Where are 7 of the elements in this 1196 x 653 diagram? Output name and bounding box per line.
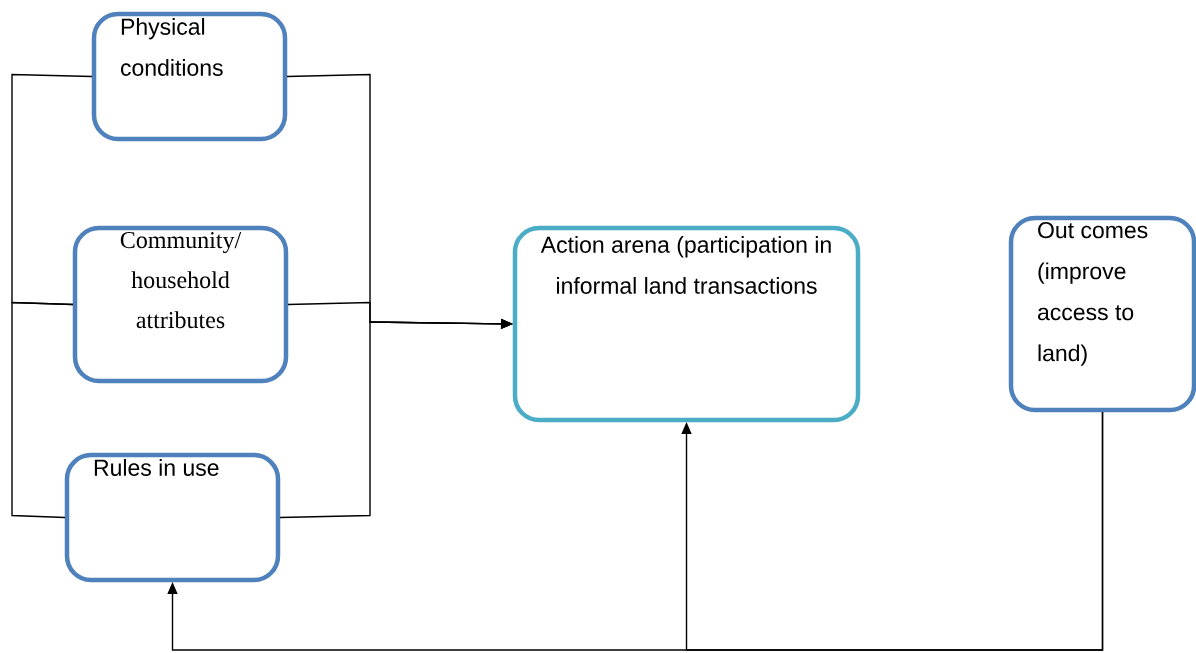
process-box: Community/ household attributes [72,225,289,384]
connector-line [11,301,74,519]
arrow [167,411,1104,651]
process-box: Out comes (improve access to land) [1008,215,1196,413]
process-box: Action arena (participation in informal land transactions [512,225,861,423]
process-box: Rules in use [64,452,281,583]
process-box: Physical conditions [91,11,288,142]
